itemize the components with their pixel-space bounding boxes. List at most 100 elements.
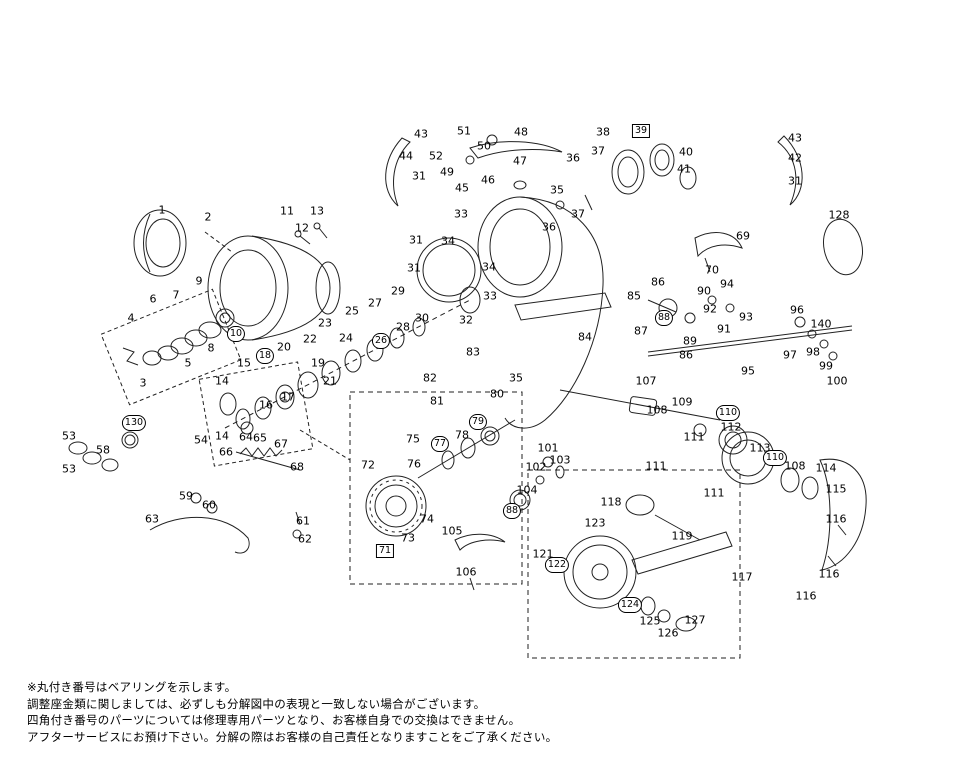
part-callout-21: 21 bbox=[323, 374, 337, 388]
part-callout-22: 22 bbox=[303, 332, 317, 346]
part-callout-109: 109 bbox=[671, 395, 693, 409]
part-callout-14: 14 bbox=[215, 429, 229, 443]
part-callout-17: 17 bbox=[281, 390, 295, 404]
part-callout-106: 106 bbox=[455, 565, 477, 579]
part-callout-98: 98 bbox=[806, 345, 820, 359]
part-callout-128: 128 bbox=[828, 208, 850, 222]
part-callout-70: 70 bbox=[705, 263, 719, 277]
part-callout-102: 102 bbox=[525, 460, 547, 474]
footer-note-repair-parts: 四角付き番号のパーツについては修理専用パーツとなり、お客様自身での交換はできませ… bbox=[27, 713, 521, 728]
part-callout-33: 33 bbox=[483, 289, 497, 303]
part-callout-111: 111 bbox=[683, 430, 705, 444]
part-callout-117: 117 bbox=[731, 570, 753, 584]
part-callout-114: 114 bbox=[815, 461, 837, 475]
part-callout-85: 85 bbox=[627, 289, 641, 303]
part-callout-87: 87 bbox=[634, 324, 648, 338]
part-callout-94: 94 bbox=[720, 277, 734, 291]
part-callout-45: 45 bbox=[455, 181, 469, 195]
part-callout-33: 33 bbox=[454, 207, 468, 221]
part-callout-31: 31 bbox=[409, 233, 423, 247]
part-callout-111: 111 bbox=[703, 486, 725, 500]
part-callout-36: 36 bbox=[566, 151, 580, 165]
part-callout-88: 88 bbox=[654, 310, 674, 326]
footer-note-bearing: ※丸付き番号はベアリングを示します。 bbox=[27, 680, 237, 694]
part-callout-72: 72 bbox=[361, 458, 375, 472]
part-callout-51: 51 bbox=[457, 124, 471, 138]
part-callout-35: 35 bbox=[509, 371, 523, 385]
part-callout-18: 18 bbox=[255, 348, 275, 364]
part-callout-61: 61 bbox=[296, 514, 310, 528]
part-callout-30: 30 bbox=[415, 311, 429, 325]
part-callout-75: 75 bbox=[406, 432, 420, 446]
part-callout-46: 46 bbox=[481, 173, 495, 187]
part-callout-110: 110 bbox=[762, 450, 788, 466]
part-callout-31: 31 bbox=[788, 174, 802, 188]
part-callout-121: 121 bbox=[532, 547, 554, 561]
part-callout-34: 34 bbox=[441, 234, 455, 248]
part-callout-115: 115 bbox=[825, 482, 847, 496]
part-callout-60: 60 bbox=[202, 498, 216, 512]
part-callout-64: 64 bbox=[239, 430, 253, 444]
part-callout-35: 35 bbox=[550, 183, 564, 197]
part-callout-103: 103 bbox=[549, 453, 571, 467]
part-callout-29: 29 bbox=[391, 284, 405, 298]
part-callout-123: 123 bbox=[584, 516, 606, 530]
part-callout-91: 91 bbox=[717, 322, 731, 336]
part-callout-113: 113 bbox=[749, 441, 771, 455]
part-callout-99: 99 bbox=[819, 359, 833, 373]
part-callout-122: 122 bbox=[544, 557, 570, 573]
part-callout-31: 31 bbox=[412, 169, 426, 183]
part-callout-101: 101 bbox=[537, 441, 559, 455]
part-callout-74: 74 bbox=[420, 512, 434, 526]
part-callout-54: 54 bbox=[194, 433, 208, 447]
part-callout-31: 31 bbox=[407, 261, 421, 275]
part-callout-111: 111 bbox=[645, 459, 667, 473]
part-callout-140: 140 bbox=[810, 317, 832, 331]
part-callout-11: 11 bbox=[280, 204, 294, 218]
part-callout-62: 62 bbox=[298, 532, 312, 546]
part-callout-93: 93 bbox=[739, 310, 753, 324]
part-callout-130: 130 bbox=[121, 415, 147, 431]
part-callout-97: 97 bbox=[783, 348, 797, 362]
part-callout-92: 92 bbox=[703, 302, 717, 316]
part-callout-47: 47 bbox=[513, 154, 527, 168]
part-callout-118: 118 bbox=[600, 495, 622, 509]
part-callout-96: 96 bbox=[790, 303, 804, 317]
part-callout-10: 10 bbox=[226, 326, 246, 342]
part-callout-49: 49 bbox=[440, 165, 454, 179]
part-callout-119: 119 bbox=[671, 529, 693, 543]
part-callout-110: 110 bbox=[715, 405, 741, 421]
part-callout-12: 12 bbox=[295, 221, 309, 235]
part-callout-16: 16 bbox=[259, 398, 273, 412]
part-callout-44: 44 bbox=[399, 149, 413, 163]
part-callout-53: 53 bbox=[62, 462, 76, 476]
footer-note-after-service: アフターサービスにお預け下さい。分解の際はお客様の自己責任となりますことをご了承… bbox=[27, 729, 558, 744]
part-callout-15: 15 bbox=[237, 356, 251, 370]
part-callout-83: 83 bbox=[466, 345, 480, 359]
part-callout-79: 79 bbox=[468, 414, 488, 430]
part-callout-4: 4 bbox=[127, 311, 135, 325]
part-callout-84: 84 bbox=[578, 330, 592, 344]
part-callout-5: 5 bbox=[184, 356, 192, 370]
part-callout-50: 50 bbox=[477, 139, 491, 153]
part-callout-81: 81 bbox=[430, 394, 444, 408]
footer-note-washers: 調整座金類に関しましては、必ずしも分解図中の表現と一致しない場合がございます。 bbox=[27, 696, 486, 711]
part-callout-40: 40 bbox=[679, 145, 693, 159]
part-callout-104: 104 bbox=[516, 483, 538, 497]
part-callout-34: 34 bbox=[482, 260, 496, 274]
part-callout-48: 48 bbox=[514, 125, 528, 139]
part-callout-127: 127 bbox=[684, 613, 706, 627]
part-callout-20: 20 bbox=[277, 340, 291, 354]
part-callout-105: 105 bbox=[441, 524, 463, 538]
part-callout-63: 63 bbox=[145, 512, 159, 526]
part-callout-100: 100 bbox=[826, 374, 848, 388]
part-callout-59: 59 bbox=[179, 489, 193, 503]
part-callout-24: 24 bbox=[339, 331, 353, 345]
part-callout-67: 67 bbox=[274, 437, 288, 451]
part-callout-43: 43 bbox=[788, 131, 802, 145]
part-callout-107: 107 bbox=[635, 374, 657, 388]
part-callout-78: 78 bbox=[455, 428, 469, 442]
